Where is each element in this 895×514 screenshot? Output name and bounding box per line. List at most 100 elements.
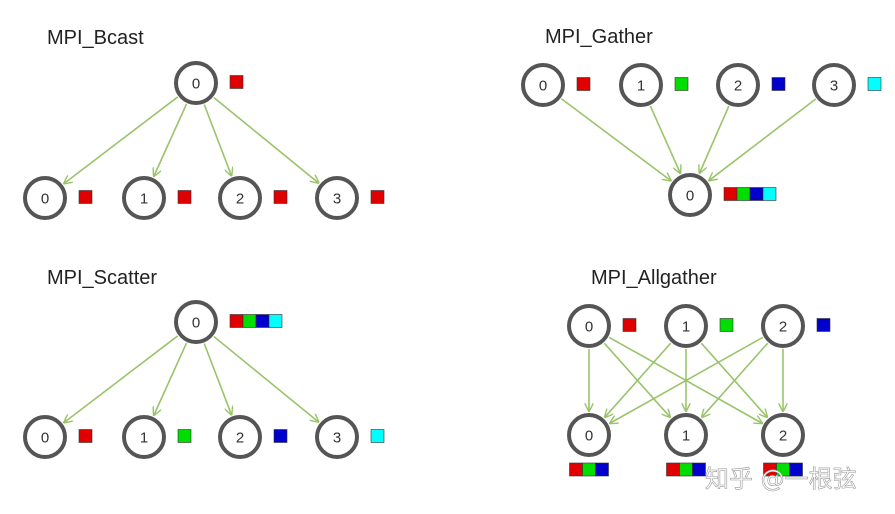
data-block-red bbox=[622, 318, 637, 332]
process-rank-label: 0 bbox=[41, 191, 49, 208]
data-block-blue bbox=[255, 314, 270, 328]
process-circle bbox=[174, 300, 218, 344]
process-rank-label: 1 bbox=[140, 430, 148, 447]
process-circle bbox=[761, 413, 805, 457]
arrow-gather-3-to-0 bbox=[709, 98, 817, 180]
node-allgather-bottom-1: 1 bbox=[664, 413, 708, 477]
node-gather-bottom-0: 0 bbox=[668, 173, 777, 217]
data-block-red bbox=[229, 75, 244, 89]
process-circle bbox=[619, 63, 663, 107]
process-rank-label: 0 bbox=[192, 76, 200, 93]
process-rank-label: 0 bbox=[539, 78, 547, 95]
data-block-blue bbox=[771, 77, 786, 91]
node-scatter-bottom-1: 1 bbox=[122, 415, 192, 459]
node-bcast-top-0: 0 bbox=[174, 61, 244, 105]
node-scatter-bottom-2: 2 bbox=[218, 415, 288, 459]
process-circle bbox=[23, 415, 67, 459]
arrow-bcast-0-to-2 bbox=[203, 104, 231, 175]
data-block-green bbox=[177, 429, 192, 443]
node-allgather-top-2: 2 bbox=[761, 304, 831, 348]
edges-layer bbox=[64, 96, 817, 423]
data-block-red bbox=[78, 429, 93, 443]
process-circle bbox=[664, 304, 708, 348]
process-rank-label: 2 bbox=[236, 191, 244, 208]
process-circle bbox=[23, 176, 67, 220]
process-rank-label: 2 bbox=[779, 428, 787, 445]
data-block-green bbox=[674, 77, 689, 91]
data-block-blue bbox=[816, 318, 831, 332]
process-rank-label: 0 bbox=[585, 319, 593, 336]
arrow-scatter-0-to-1 bbox=[154, 342, 188, 415]
panel-title-gather: MPI_Gather bbox=[545, 26, 653, 48]
panel-title-allgather: MPI_Allgather bbox=[591, 267, 717, 289]
data-block-green bbox=[679, 462, 693, 477]
process-circle bbox=[761, 304, 805, 348]
node-bcast-bottom-0: 0 bbox=[23, 176, 93, 220]
node-bcast-bottom-1: 1 bbox=[122, 176, 192, 220]
arrow-scatter-0-to-2 bbox=[203, 343, 231, 414]
process-circle bbox=[122, 415, 166, 459]
process-circle bbox=[567, 304, 611, 348]
node-scatter-bottom-3: 3 bbox=[315, 415, 385, 459]
data-block-red bbox=[370, 190, 385, 204]
panel-title-bcast: MPI_Bcast bbox=[47, 27, 144, 49]
process-rank-label: 0 bbox=[585, 428, 593, 445]
node-scatter-bottom-0: 0 bbox=[23, 415, 93, 459]
process-circle bbox=[315, 176, 359, 220]
process-rank-label: 1 bbox=[637, 78, 645, 95]
data-block-green bbox=[582, 462, 596, 477]
arrow-gather-0-to-0 bbox=[560, 98, 670, 181]
arrow-bcast-0-to-0 bbox=[64, 96, 179, 184]
node-gather-top-3: 3 bbox=[812, 63, 882, 107]
data-block-blue bbox=[273, 429, 288, 443]
titles-layer: MPI_Bcast MPI_Gather MPI_Scatter MPI_All… bbox=[47, 26, 717, 289]
data-block-blue bbox=[595, 462, 609, 477]
process-circle bbox=[315, 415, 359, 459]
arrow-allgather-2-to-1 bbox=[702, 342, 769, 417]
node-gather-top-2: 2 bbox=[716, 63, 786, 107]
process-rank-label: 2 bbox=[734, 78, 742, 95]
node-bcast-bottom-3: 3 bbox=[315, 176, 385, 220]
arrow-bcast-0-to-1 bbox=[154, 103, 188, 176]
arrow-bcast-0-to-3 bbox=[213, 96, 319, 183]
data-block-blue bbox=[789, 462, 803, 477]
process-circle bbox=[218, 176, 262, 220]
panel-title-scatter: MPI_Scatter bbox=[47, 267, 157, 289]
arrow-allgather-2-to-0 bbox=[610, 336, 764, 423]
data-block-green bbox=[736, 187, 751, 201]
process-rank-label: 2 bbox=[779, 319, 787, 336]
data-block-cyan bbox=[867, 77, 882, 91]
arrow-scatter-0-to-3 bbox=[213, 335, 319, 422]
data-block-red bbox=[229, 314, 244, 328]
arrow-gather-1-to-0 bbox=[649, 105, 680, 173]
data-block-cyan bbox=[370, 429, 385, 443]
process-rank-label: 1 bbox=[140, 191, 148, 208]
data-block-blue bbox=[749, 187, 764, 201]
node-allgather-bottom-2: 2 bbox=[761, 413, 805, 477]
data-block-red bbox=[78, 190, 93, 204]
process-circle bbox=[567, 413, 611, 457]
process-rank-label: 2 bbox=[236, 430, 244, 447]
process-rank-label: 3 bbox=[333, 191, 341, 208]
node-gather-top-1: 1 bbox=[619, 63, 689, 107]
watermark-text: 知乎 @一根弦 bbox=[705, 465, 857, 493]
node-gather-top-0: 0 bbox=[521, 63, 591, 107]
data-block-red bbox=[177, 190, 192, 204]
data-block-cyan bbox=[268, 314, 283, 328]
node-allgather-top-1: 1 bbox=[664, 304, 734, 348]
process-circle bbox=[664, 413, 708, 457]
process-circle bbox=[668, 173, 712, 217]
data-block-green bbox=[719, 318, 734, 332]
arrow-gather-2-to-0 bbox=[700, 105, 730, 173]
data-block-red bbox=[273, 190, 288, 204]
process-circle bbox=[218, 415, 262, 459]
process-rank-label: 0 bbox=[686, 188, 694, 205]
data-block-blue bbox=[692, 462, 706, 477]
process-circle bbox=[716, 63, 760, 107]
process-rank-label: 3 bbox=[333, 430, 341, 447]
data-block-red bbox=[723, 187, 738, 201]
process-rank-label: 3 bbox=[830, 78, 838, 95]
data-block-green bbox=[242, 314, 257, 328]
node-bcast-bottom-2: 2 bbox=[218, 176, 288, 220]
